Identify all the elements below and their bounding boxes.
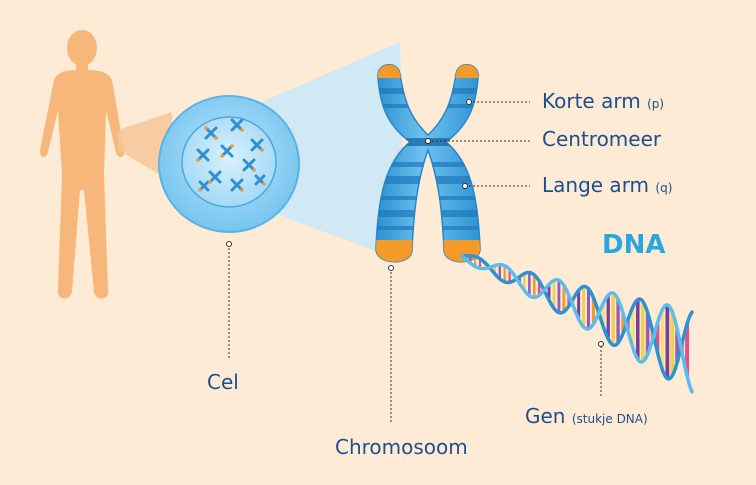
- dna-strand-2: [460, 254, 694, 394]
- label-korte-arm-sub: (p): [647, 97, 665, 111]
- cell-icon: [158, 95, 300, 233]
- label-lange-arm-text: Lange arm: [542, 173, 650, 197]
- label-gen-text: Gen: [525, 404, 566, 428]
- label-gen: Gen (stukje DNA): [525, 406, 648, 426]
- label-lange-arm: Lange arm (q): [542, 175, 672, 195]
- leader-dots: [226, 99, 604, 347]
- label-centromeer: Centromeer: [542, 129, 661, 149]
- label-centromeer-text: Centromeer: [542, 127, 662, 151]
- label-cel: Cel: [207, 370, 239, 394]
- leader-lines: [228, 101, 602, 424]
- label-korte-arm-text: Korte arm: [542, 89, 641, 113]
- label-gen-sub: (stukje DNA): [571, 412, 648, 426]
- dna-helix-icon: [460, 253, 694, 394]
- label-lange-arm-sub: (q): [655, 181, 673, 195]
- label-chromosoom: Chromosoom: [335, 435, 468, 459]
- human-silhouette-icon: [39, 30, 125, 299]
- label-korte-arm: Korte arm (p): [542, 91, 664, 111]
- label-dna: DNA: [602, 230, 666, 260]
